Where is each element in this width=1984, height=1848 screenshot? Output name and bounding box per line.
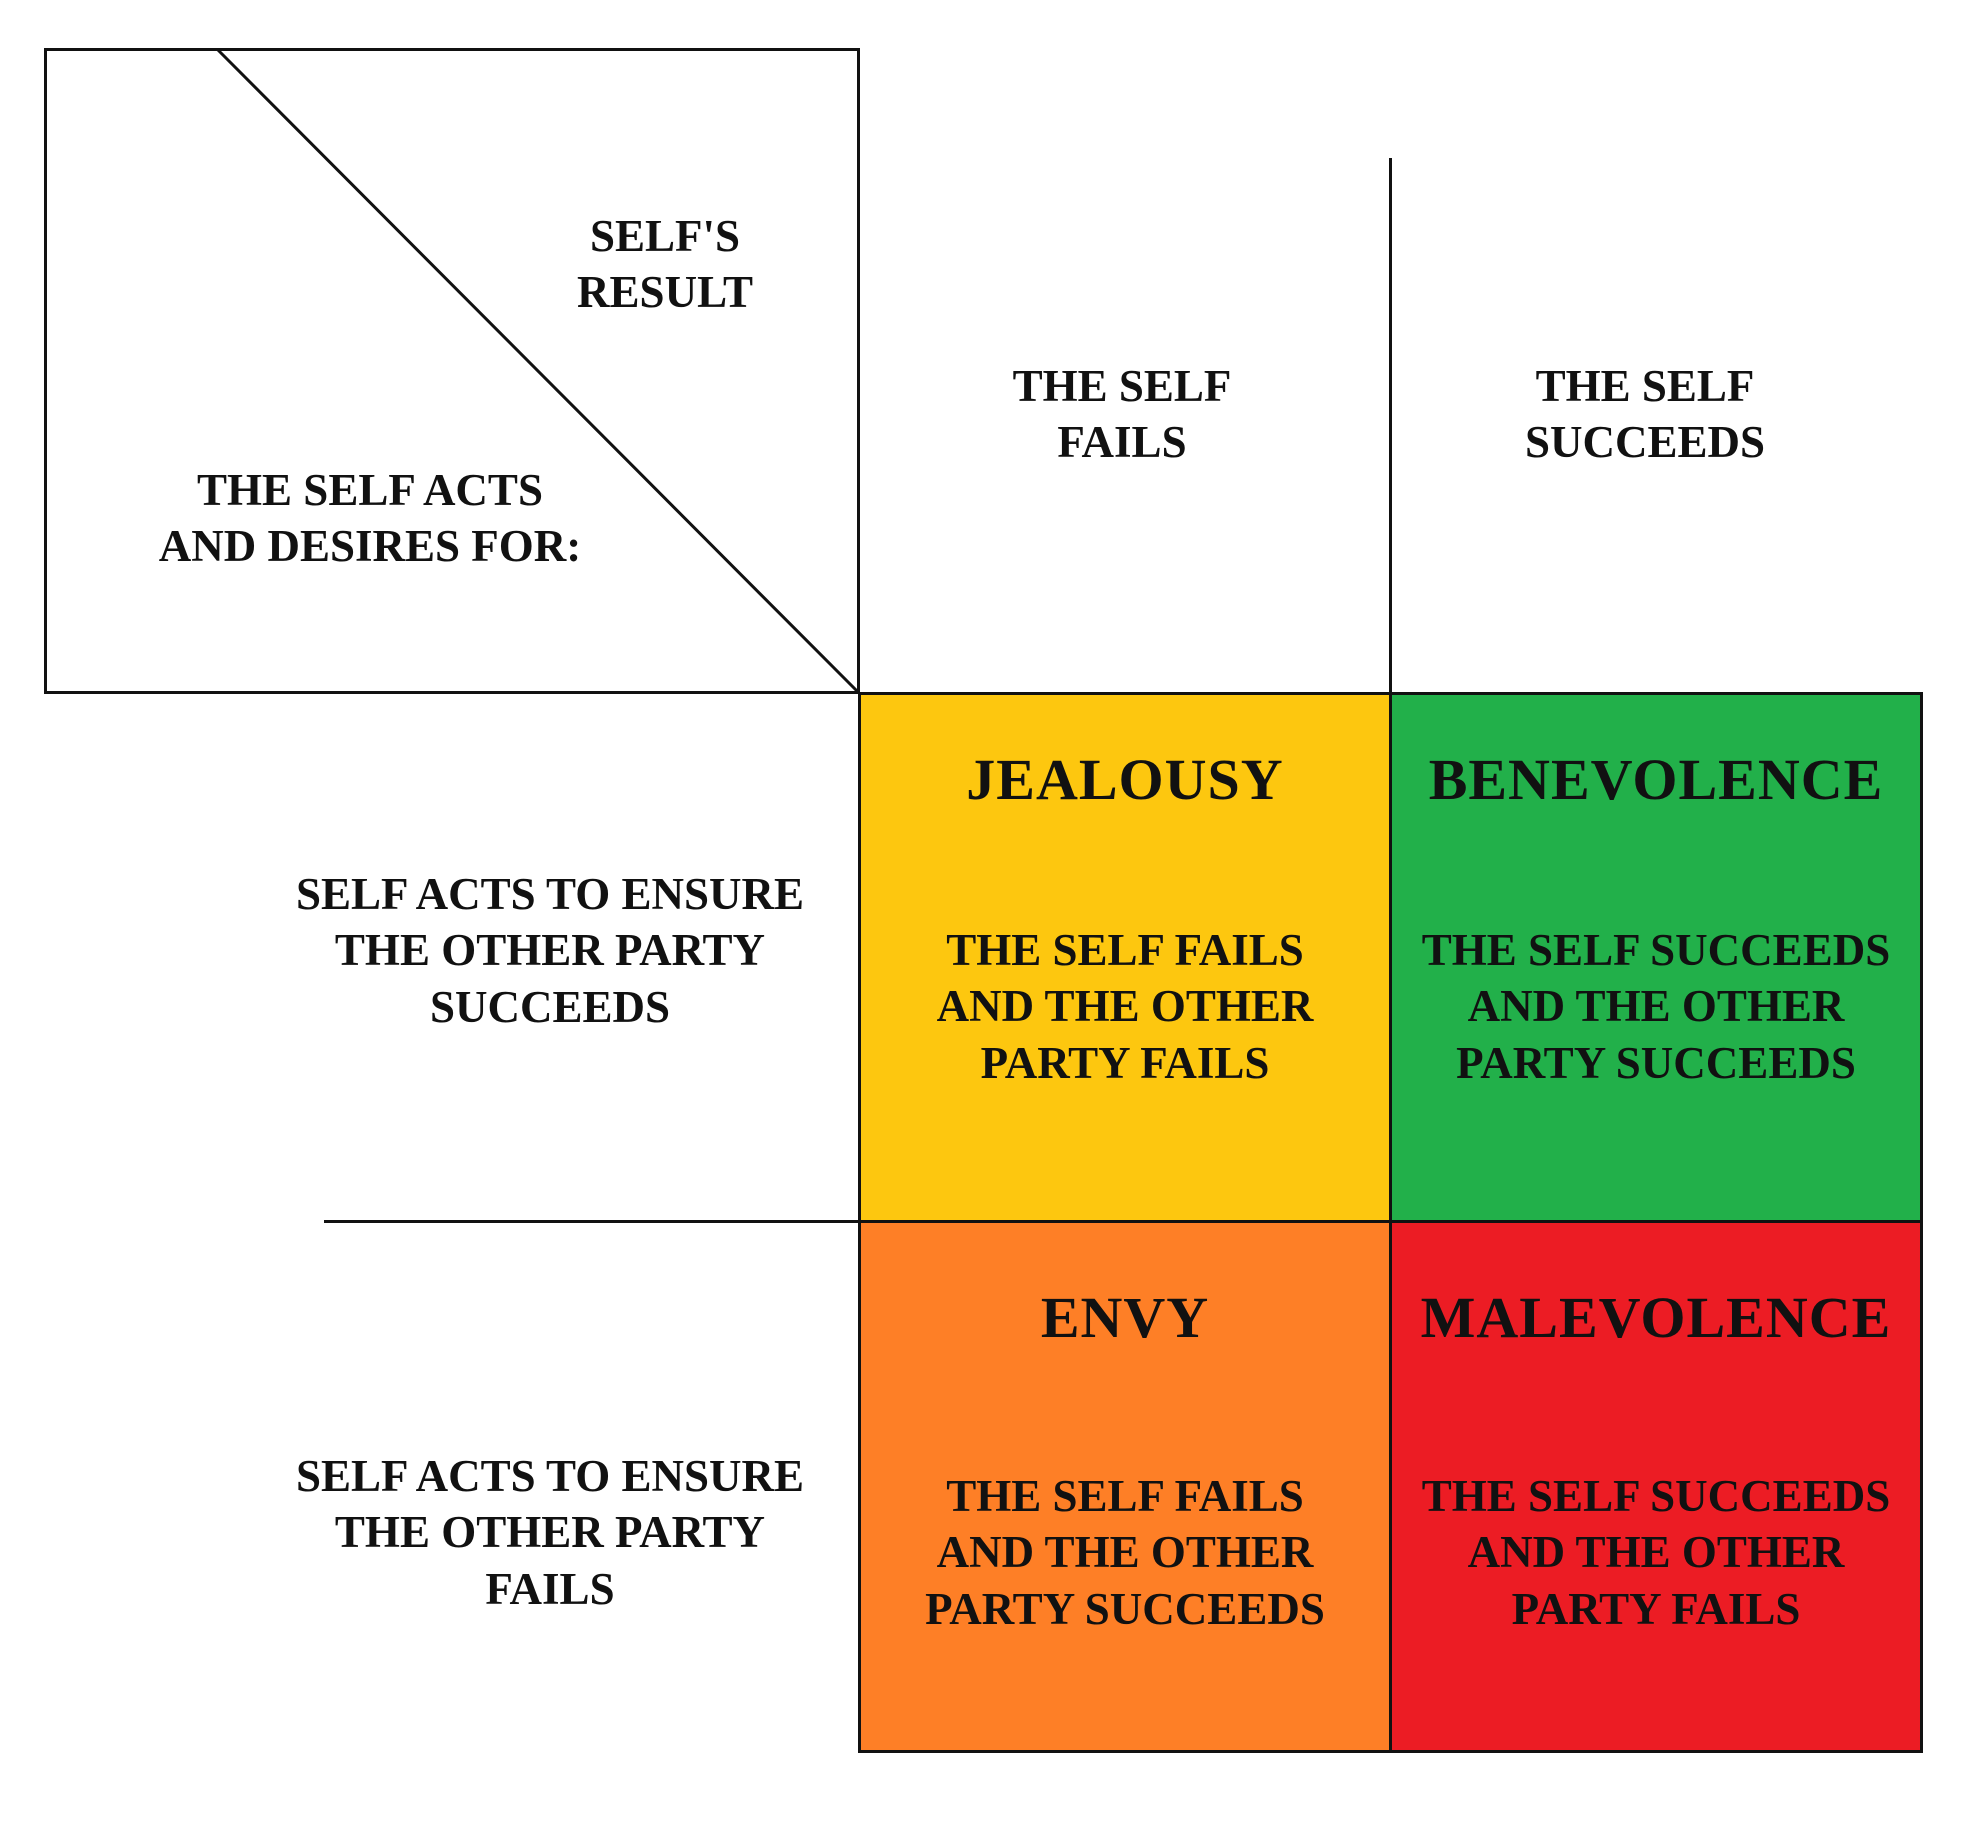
row-header-other-succeeds: SELF ACTS TO ENSURE THE OTHER PARTY SUCC… <box>295 869 805 1032</box>
cell-malevolence: MALEVOLENCE THE SELF SUCCEEDS AND THE OT… <box>1389 1220 1923 1753</box>
cell-envy: ENVY THE SELF FAILS AND THE OTHER PARTY … <box>858 1220 1392 1753</box>
column-header-self-succeeds: THE SELF SUCCEEDS <box>1524 361 1766 468</box>
cell-description: THE SELF FAILS AND THE OTHER PARTY SUCCE… <box>925 1471 1325 1634</box>
matrix-left-border <box>858 692 861 1753</box>
column-axis-label: SELF'S RESULT <box>577 211 753 318</box>
cell-title: ENVY <box>1040 1285 1210 1350</box>
column-divider-line <box>1389 158 1392 694</box>
cell-jealousy: JEALOUSY THE SELF FAILS AND THE OTHER PA… <box>858 692 1392 1223</box>
matrix-right-border <box>1920 692 1923 1753</box>
matrix-middle-vertical <box>1389 692 1392 1753</box>
cell-description: THE SELF SUCCEEDS AND THE OTHER PARTY FA… <box>1421 1471 1891 1634</box>
cell-title: BENEVOLENCE <box>1428 747 1884 812</box>
row-divider-line <box>324 1220 860 1223</box>
cell-description: THE SELF FAILS AND THE OTHER PARTY FAILS <box>936 925 1314 1088</box>
row-axis-label: THE SELF ACTS AND DESIRES FOR: <box>158 465 582 572</box>
column-header-self-fails: THE SELF FAILS <box>1012 361 1232 468</box>
row-header-other-fails: SELF ACTS TO ENSURE THE OTHER PARTY FAIL… <box>295 1451 805 1614</box>
cell-title: MALEVOLENCE <box>1420 1285 1892 1350</box>
cell-benevolence: BENEVOLENCE THE SELF SUCCEEDS AND THE OT… <box>1389 692 1923 1223</box>
cell-description: THE SELF SUCCEEDS AND THE OTHER PARTY SU… <box>1421 925 1891 1088</box>
corner-box <box>44 48 860 694</box>
cell-title: JEALOUSY <box>966 747 1284 812</box>
